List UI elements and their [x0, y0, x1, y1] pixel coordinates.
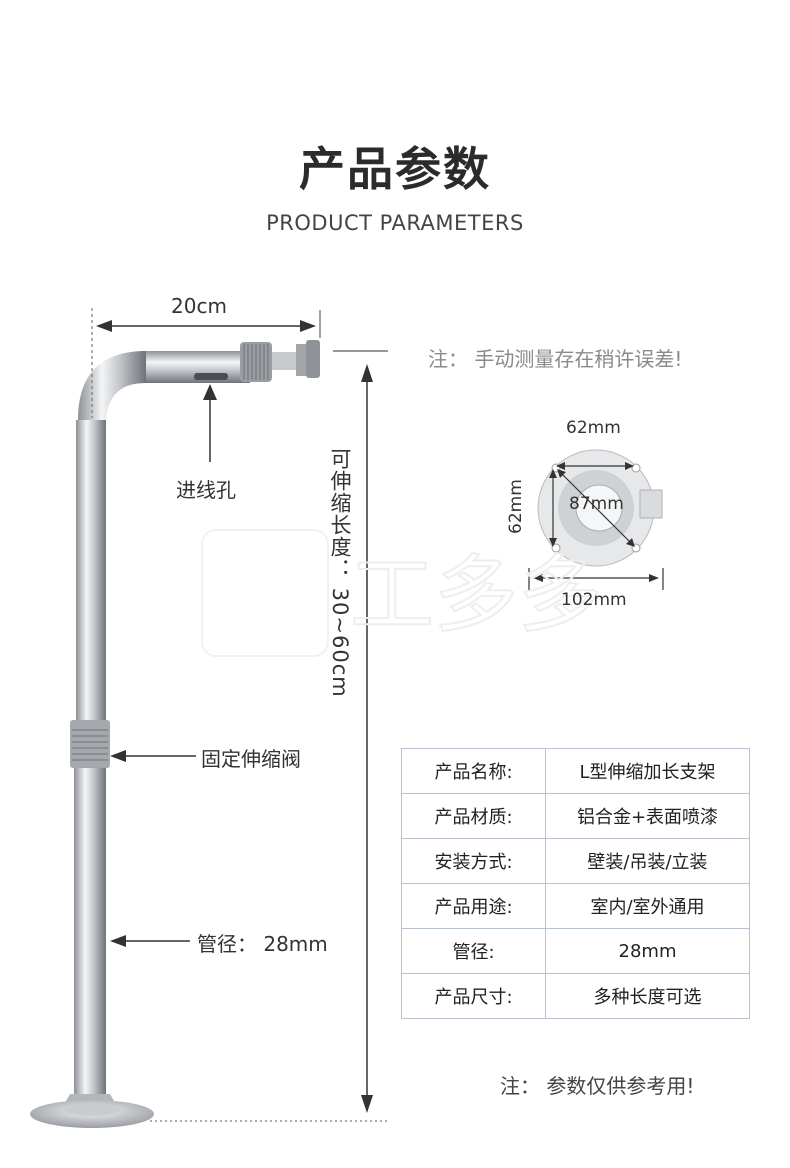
table-row: 安装方式:壁装/吊装/立装 — [401, 838, 750, 884]
spec-key: 产品名称: — [401, 748, 546, 794]
spec-value: 室内/室外通用 — [545, 883, 750, 929]
spec-key: 产品尺寸: — [401, 973, 546, 1019]
spec-key: 产品用途: — [401, 883, 546, 929]
fixing-valve-label: 固定伸缩阀 — [201, 747, 301, 771]
spec-value: 多种长度可选 — [545, 973, 750, 1019]
reference-note: 注： 参数仅供参考用! — [500, 1074, 695, 1098]
spec-table: 产品名称:L型伸缩加长支架 产品材质:铝合金+表面喷漆 安装方式:壁装/吊装/立… — [401, 748, 750, 1019]
adjustable-length-label: 可伸缩长度： 30~60cm — [328, 448, 352, 698]
spec-key: 产品材质: — [401, 793, 546, 839]
fixing-valve — [70, 720, 110, 768]
table-row: 产品材质:铝合金+表面喷漆 — [401, 793, 750, 839]
plate-total-width: 102mm — [561, 590, 627, 610]
spec-key: 管径: — [401, 928, 546, 974]
table-row: 产品名称:L型伸缩加长支架 — [401, 748, 750, 794]
table-row: 产品尺寸:多种长度可选 — [401, 973, 750, 1019]
spec-value: 28mm — [545, 928, 750, 974]
measurement-note: 注： 手动测量存在稍许误差! — [428, 347, 683, 371]
lower-tube — [74, 768, 106, 1096]
arm-length-label: 20cm — [171, 294, 227, 318]
spec-value: 铝合金+表面喷漆 — [545, 793, 750, 839]
spec-value: 壁装/吊装/立装 — [545, 838, 750, 884]
page-subtitle: PRODUCT PARAMETERS — [266, 211, 524, 235]
page-title: 产品参数 — [299, 142, 491, 196]
arm-elbow — [78, 351, 146, 425]
watermark-logo: 工多多 — [201, 529, 603, 657]
cable-hole-label: 进线孔 — [176, 478, 236, 502]
table-row: 产品用途:室内/室外通用 — [401, 883, 750, 929]
plate-top-width: 62mm — [566, 418, 621, 438]
svg-text:工多多: 工多多 — [350, 546, 602, 644]
pipe-diameter-label: 管径： 28mm — [197, 932, 328, 956]
table-row: 管径:28mm — [401, 928, 750, 974]
spec-value: L型伸缩加长支架 — [545, 748, 750, 794]
upper-tube — [76, 420, 106, 740]
plate-center-diameter: 87mm — [569, 494, 624, 514]
cable-hole — [194, 373, 228, 380]
spec-key: 安装方式: — [401, 838, 546, 884]
plate-side-height: 62mm — [506, 479, 526, 534]
